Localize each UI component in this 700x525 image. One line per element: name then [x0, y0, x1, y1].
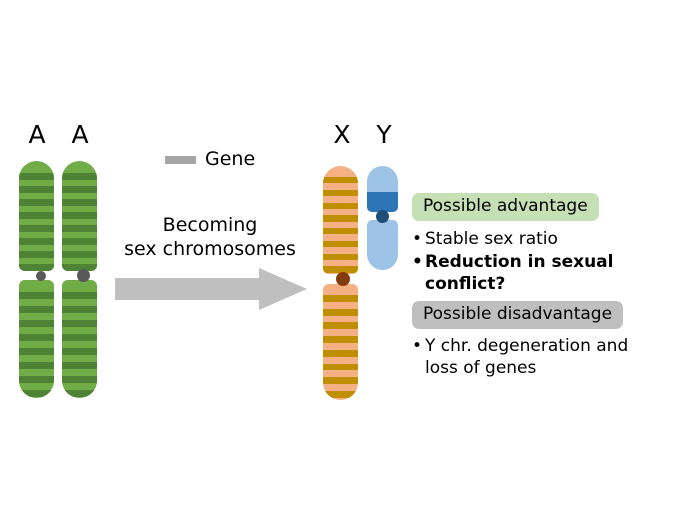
- chromosome-band: [323, 322, 358, 330]
- chromosome-label-a2: A: [71, 120, 89, 149]
- chromosome-band: [323, 349, 358, 357]
- autosome-1-graphic: [19, 161, 54, 398]
- x-chromosome-graphic: [323, 166, 358, 400]
- chromosome-band: [323, 266, 358, 273]
- chromosome-band: [323, 189, 358, 197]
- chromosome-band: [19, 186, 54, 193]
- gene-bar-swatch-icon: [165, 155, 196, 164]
- chromosome-band: [19, 199, 54, 206]
- chromosome-band: [323, 253, 358, 261]
- list-item: Reduction in sexual conflict?: [412, 252, 697, 296]
- chromosome-band: [323, 377, 358, 385]
- disadvantage-list: Y chr. degeneration and loss of genes: [412, 336, 682, 381]
- chromosome-band: [19, 238, 54, 245]
- chr-a2-q-arm: [62, 280, 97, 398]
- centromere-dot: [376, 209, 389, 223]
- chromosome-band: [62, 375, 97, 384]
- chromosome-band: [323, 240, 358, 248]
- chromosome-band: [19, 319, 54, 328]
- chr-x-p-arm: [323, 166, 358, 274]
- chromosome-band: [323, 308, 358, 316]
- chromosome-band: [62, 333, 97, 342]
- chromosome-band: [323, 202, 358, 209]
- chromosome-label-a1: A: [28, 120, 46, 149]
- chromosome-label-y: Y: [376, 120, 392, 149]
- centromere-dot: [77, 269, 90, 282]
- chromosome-band: [19, 292, 54, 300]
- chromosome-band: [19, 305, 54, 314]
- possible-disadvantage-badge: Possible disadvantage: [412, 301, 624, 329]
- gene-legend: Gene: [165, 150, 255, 169]
- chr-y-p-arm: [367, 166, 398, 212]
- chromosome-band: [19, 333, 54, 342]
- chr-a1-q-arm: [19, 280, 54, 398]
- chromosome-band: [62, 199, 97, 206]
- chr-a2-p-arm: [62, 161, 97, 271]
- advantage-list: Stable sex ratioReduction in sexual conf…: [412, 229, 697, 296]
- chromosome-band: [19, 347, 54, 356]
- chromosome-band: [19, 389, 54, 397]
- chromosome-band: [19, 225, 54, 232]
- chromosome-band: [62, 251, 97, 258]
- chromosome-band: [62, 347, 97, 356]
- chromosome-band: [367, 192, 398, 212]
- chromosome-band: [323, 295, 358, 302]
- possible-advantage-badge: Possible advantage: [412, 193, 599, 221]
- chromosome-band: [323, 215, 358, 222]
- chromosome-band: [323, 363, 358, 371]
- centromere-dot: [335, 272, 350, 286]
- chromosome-label-x: X: [333, 120, 351, 149]
- chromosome-band: [19, 361, 54, 370]
- chromosome-band: [323, 228, 358, 235]
- chromosome-band: [62, 292, 97, 300]
- chromosome-band: [19, 212, 54, 219]
- chr-x-q-arm: [323, 284, 358, 400]
- list-item: Stable sex ratio: [412, 229, 697, 251]
- chromosome-band: [19, 173, 54, 180]
- chromosome-band: [62, 305, 97, 314]
- chromosome-band: [323, 336, 358, 344]
- transition-caption: Becoming sex chromosomes: [110, 213, 310, 262]
- chromosome-band: [62, 389, 97, 397]
- list-item: Y chr. degeneration and loss of genes: [412, 336, 682, 380]
- chromosome-band: [62, 264, 97, 271]
- chr-a1-p-arm: [19, 161, 54, 271]
- autosome-2-graphic: [62, 161, 97, 398]
- chromosome-band: [62, 238, 97, 245]
- gene-legend-label: Gene: [205, 148, 256, 170]
- chromosome-band: [323, 391, 358, 398]
- chromosome-band: [19, 264, 54, 271]
- chromosome-band: [62, 225, 97, 232]
- chromosome-band: [19, 375, 54, 384]
- chromosome-band: [62, 173, 97, 180]
- transition-arrow-icon: [115, 268, 307, 310]
- centromere-dot: [35, 270, 46, 281]
- chromosome-band: [323, 177, 358, 184]
- chromosome-band: [62, 212, 97, 219]
- chromosome-band: [62, 186, 97, 193]
- chromosome-band: [62, 319, 97, 328]
- chromosome-band: [19, 251, 54, 258]
- transition-caption-line2: sex chromosomes: [124, 238, 296, 261]
- chromosome-band: [62, 361, 97, 370]
- y-chromosome-graphic: [367, 166, 398, 270]
- chr-y-q-arm: [367, 220, 398, 270]
- transition-caption-line1: Becoming: [162, 214, 258, 236]
